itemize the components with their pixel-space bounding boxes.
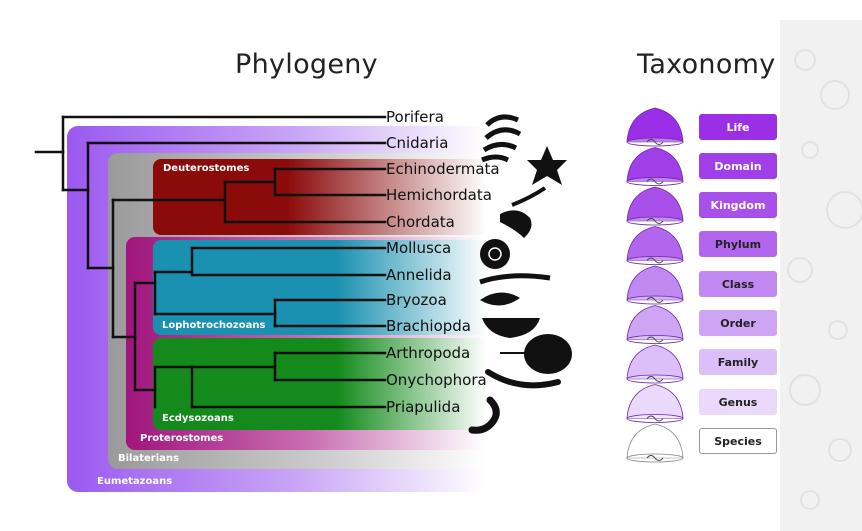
rank-box-order: Order	[699, 310, 777, 336]
sponge-silhouette-icon	[481, 114, 522, 163]
taxonomy-bell-knot	[646, 455, 664, 461]
clade-label-ecdysozoans: Ecdysozoans	[162, 413, 234, 424]
taxon-label-echinodermata: Echinodermata	[386, 160, 500, 178]
taxonomy-title: Taxonomy	[637, 49, 776, 80]
clade-box-deuterostomes	[153, 159, 487, 235]
taxonomy-bell-knot	[646, 178, 664, 185]
phylogeny-title: Phylogeny	[235, 49, 378, 80]
taxon-label-cnidaria: Cnidaria	[386, 134, 449, 152]
taxonomy-bell-life	[626, 107, 684, 143]
taxon-label-porifera: Porifera	[386, 108, 444, 126]
rank-box-genus: Genus	[699, 389, 777, 415]
starfish-silhouette-icon	[527, 146, 567, 185]
taxonomy-bell-genus	[626, 384, 684, 419]
phylogenetic-tree	[34, 115, 387, 409]
bryozoa-silhouette-icon	[480, 292, 520, 306]
rank-box-species: Species	[699, 428, 777, 454]
taxonomy-bell-knot	[646, 415, 664, 422]
brachiopod-silhouette-icon	[482, 318, 540, 338]
horseshoe-crab-silhouette-icon	[524, 334, 572, 374]
taxon-label-arthropoda: Arthropoda	[386, 344, 471, 362]
taxon-label-annelida: Annelida	[386, 266, 452, 284]
taxonomy-bell-knot	[646, 139, 664, 145]
taxon-label-brachiopda: Brachiopda	[386, 317, 471, 335]
acorn-worm-silhouette-icon	[511, 186, 547, 207]
rank-box-phylum: Phylum	[699, 231, 777, 257]
taxonomy-bell-class	[626, 265, 684, 301]
taxon-label-priapulida: Priapulida	[386, 398, 461, 416]
clade-label-eumetazoans: Eumetazoans	[97, 476, 173, 487]
worm-silhouette-icon	[479, 273, 551, 285]
taxonomy-bell-stack	[626, 107, 684, 463]
snail-silhouette-icon	[480, 239, 510, 269]
taxonomy-bell-knot	[646, 257, 664, 264]
taxonomy-bell-knot	[646, 376, 664, 382]
rank-box-class: Class	[699, 271, 777, 297]
clade-label-proterostomes: Proterostomes	[140, 433, 224, 444]
background-illustration	[780, 20, 862, 531]
taxon-label-mollusca: Mollusca	[386, 239, 452, 257]
rank-box-life: Life	[699, 114, 777, 140]
rank-box-family: Family	[699, 349, 777, 375]
taxonomy-bell-knot	[646, 297, 664, 303]
taxonomy-bell-kingdom	[626, 186, 684, 222]
taxonomy-bell-domain	[626, 147, 684, 182]
taxonomy-bell-knot	[646, 336, 664, 343]
rank-box-domain: Domain	[699, 153, 777, 179]
taxon-label-bryozoa: Bryozoa	[386, 291, 447, 309]
taxonomy-bell-phylum	[626, 226, 684, 261]
taxonomy-bell-species	[626, 423, 684, 459]
taxon-label-onychophora: Onychophora	[386, 371, 487, 389]
clade-box-lophotrochozoans	[153, 240, 487, 335]
clade-label-deuterostomes: Deuterostomes	[163, 163, 250, 174]
taxon-label-chordata: Chordata	[386, 213, 455, 231]
priapulid-silhouette-icon	[468, 396, 500, 434]
taxonomy-bell-knot	[646, 218, 664, 224]
rank-box-kingdom: Kingdom	[699, 192, 777, 218]
taxonomy-bell-order	[626, 305, 684, 340]
velvet-worm-silhouette-icon	[485, 369, 561, 389]
taxon-label-hemichordata: Hemichordata	[386, 186, 492, 204]
clade-label-lophotrochozoans: Lophotrochozoans	[162, 320, 266, 331]
clade-label-bilaterians: Bilaterians	[118, 453, 179, 464]
taxonomy-bell-family	[626, 344, 684, 380]
bird-silhouette-icon	[500, 210, 532, 238]
